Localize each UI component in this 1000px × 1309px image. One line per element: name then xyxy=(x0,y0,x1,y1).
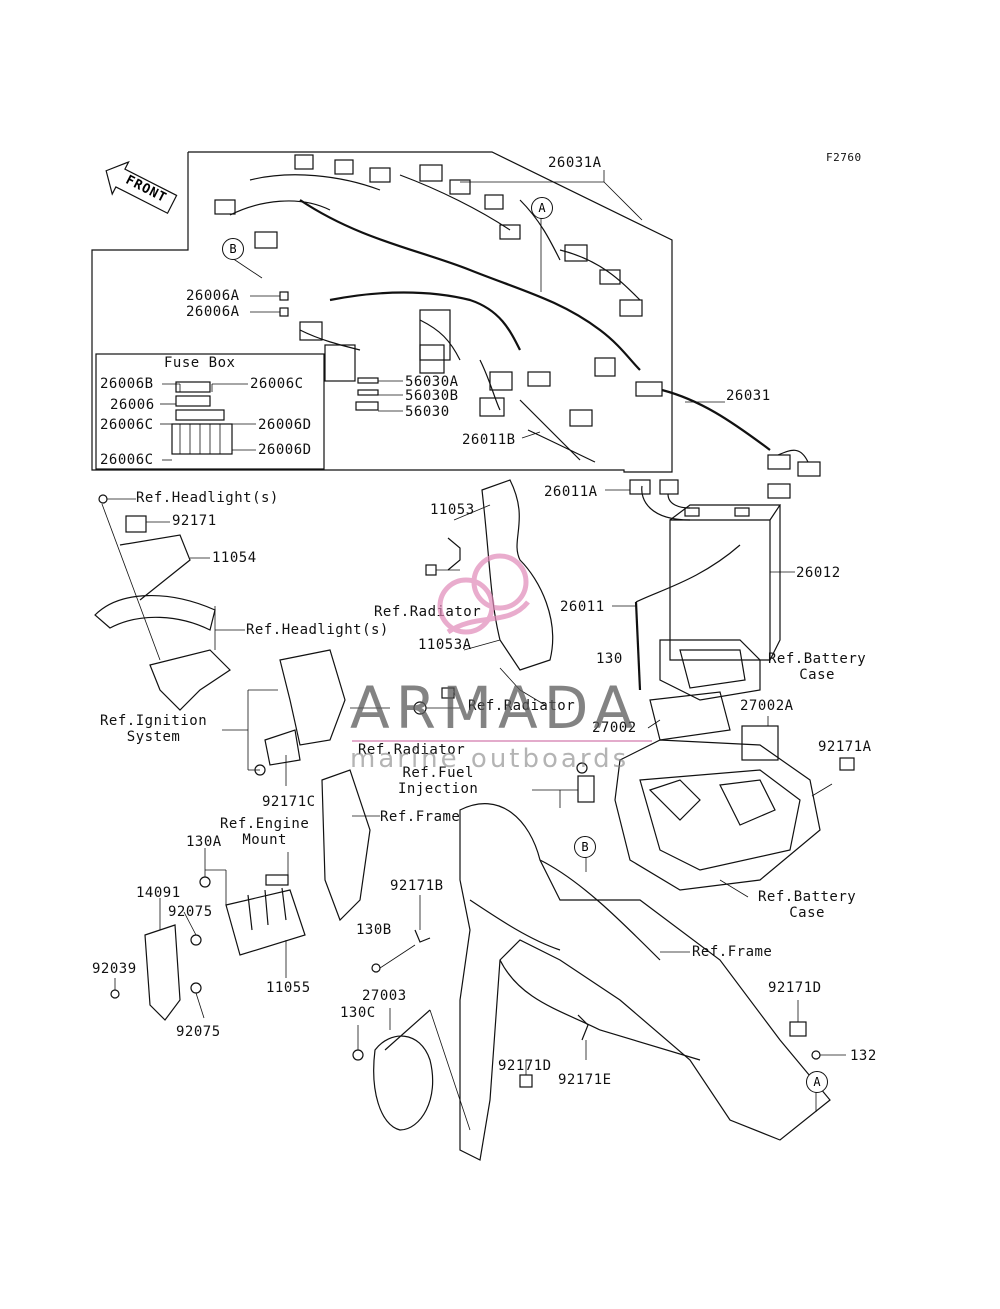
label-ref-radiator-2: Ref.Radiator xyxy=(468,698,576,714)
label-92039: 92039 xyxy=(92,961,137,977)
battery xyxy=(669,519,771,661)
label-92171D-1: 92171D xyxy=(768,980,822,996)
label-26006A-2: 26006A xyxy=(186,304,240,320)
label-92171D-2: 92171D xyxy=(498,1058,552,1074)
label-ref-engine-mount: Ref.Engine Mount xyxy=(220,816,310,848)
label-ref-fuel-injection: Ref.Fuel Injection xyxy=(398,765,479,797)
label-11053: 11053 xyxy=(430,502,475,518)
watermark-brand: ARMADA xyxy=(350,674,640,742)
label-26031: 26031 xyxy=(726,388,771,404)
label-26011B: 26011B xyxy=(462,432,516,448)
main-harness xyxy=(299,199,641,371)
label-56030: 56030 xyxy=(405,404,450,420)
label-26006D-2: 26006D xyxy=(258,442,312,458)
fuse-box-border xyxy=(95,353,325,470)
label-ref-ignition-system: Ref.Ignition System xyxy=(100,713,208,745)
label-26011: 26011 xyxy=(560,599,605,615)
front-arrow-icon: FRONT xyxy=(95,152,184,224)
label-130C: 130C xyxy=(340,1005,376,1021)
label-92075-1: 92075 xyxy=(168,904,213,920)
label-ref-headlight-2: Ref.Headlight(s) xyxy=(246,622,389,638)
label-92171: 92171 xyxy=(172,513,217,529)
label-11053A: 11053A xyxy=(418,637,472,653)
label-26006D-1: 26006D xyxy=(258,417,312,433)
label-11054: 11054 xyxy=(212,550,257,566)
label-130: 130 xyxy=(596,651,623,667)
radiator-shroud xyxy=(481,479,554,671)
label-130A: 130A xyxy=(186,834,222,850)
label-26006C-1: 26006C xyxy=(250,376,304,392)
callout-b-top: B xyxy=(222,238,244,260)
label-26006C-2: 26006C xyxy=(100,417,154,433)
battery-case xyxy=(614,739,821,891)
figure-id: F2760 xyxy=(826,151,862,164)
label-26006B: 26006B xyxy=(100,376,154,392)
label-ref-radiator-3: Ref.Radiator xyxy=(358,742,466,758)
label-14091: 14091 xyxy=(136,885,181,901)
watermark-tagline: marine outboards xyxy=(350,744,630,774)
label-92171E: 92171E xyxy=(558,1072,612,1088)
fuse-box-title: Fuse Box xyxy=(164,355,236,371)
watermark-logo-icon xyxy=(437,553,530,635)
label-92171C: 92171C xyxy=(262,794,316,810)
label-ref-battery-case-2: Ref.Battery Case xyxy=(758,889,857,921)
label-27002: 27002 xyxy=(592,720,637,736)
horn xyxy=(373,1035,434,1131)
label-56030A: 56030A xyxy=(405,374,459,390)
callout-b-bottom: B xyxy=(574,836,596,858)
callout-a-bottom: A xyxy=(806,1071,828,1093)
label-27002A: 27002A xyxy=(740,698,794,714)
label-92171B: 92171B xyxy=(390,878,444,894)
watermark-underline xyxy=(352,740,652,742)
label-26031A: 26031A xyxy=(548,155,602,171)
label-ref-headlight-1: Ref.Headlight(s) xyxy=(136,490,279,506)
label-26011A: 26011A xyxy=(544,484,598,500)
label-ref-frame-2: Ref.Frame xyxy=(692,944,773,960)
label-130B: 130B xyxy=(356,922,392,938)
label-ref-battery-case-1: Ref.Battery Case xyxy=(768,651,867,683)
label-26006C-3: 26006C xyxy=(100,452,154,468)
harness-group-border xyxy=(91,151,673,473)
label-27003: 27003 xyxy=(362,988,407,1004)
label-26006A-1: 26006A xyxy=(186,288,240,304)
label-132: 132 xyxy=(850,1048,877,1064)
label-11055: 11055 xyxy=(266,980,311,996)
label-ref-radiator-1: Ref.Radiator xyxy=(374,604,482,620)
label-26012: 26012 xyxy=(796,565,841,581)
label-92075-2: 92075 xyxy=(176,1024,221,1040)
callout-a-top: A xyxy=(531,197,553,219)
main-frame xyxy=(459,803,831,1161)
label-56030B: 56030B xyxy=(405,388,459,404)
label-26006: 26006 xyxy=(110,397,155,413)
label-92171A: 92171A xyxy=(818,739,872,755)
label-ref-frame-1: Ref.Frame xyxy=(380,809,461,825)
